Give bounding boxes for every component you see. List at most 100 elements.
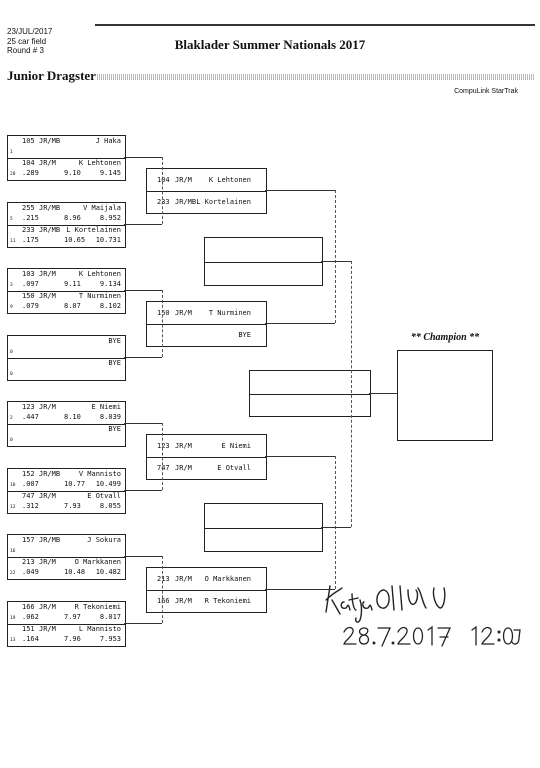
car-class: JR/MB: [175, 198, 197, 206]
racer-info-line: BYE: [147, 331, 266, 340]
pairing-divider: [250, 393, 370, 395]
bracket-connector: [265, 589, 335, 590]
round3-pairing: [204, 503, 323, 552]
signature-image: [325, 585, 521, 647]
pairing-divider: [147, 191, 266, 192]
lane-number: 2: [10, 416, 13, 421]
bracket-connector: [124, 556, 162, 557]
driver-name: J Haka: [95, 137, 121, 145]
racer-times-line: 0: [8, 435, 125, 444]
driver-name: BYE: [108, 337, 121, 345]
pairing-divider: [205, 527, 322, 529]
pairing-divider: [8, 424, 125, 425]
car-class: JR/M: [175, 442, 192, 450]
bracket-connector: [321, 260, 351, 262]
lane-number: 0: [10, 372, 13, 377]
race-date: 23/JUL/2017: [7, 27, 53, 36]
car-class: JR/M: [39, 492, 56, 500]
elapsed-time: 7.97: [64, 613, 81, 621]
elapsed-time: 10.48: [64, 568, 86, 576]
bracket-connector: [351, 260, 352, 527]
driver-name: E Niemi: [91, 403, 121, 411]
bracket-connector: [124, 290, 162, 291]
event-title: Blaklader Summer Nationals 2017: [174, 37, 366, 52]
car-number: 150: [22, 292, 35, 300]
dial-in-time: 9.145: [99, 169, 121, 177]
racer-info-line: BYE: [8, 337, 125, 346]
car-class: JR/M: [39, 603, 56, 611]
car-number: 105: [22, 137, 35, 145]
reaction-time: .079: [22, 302, 39, 310]
driver-name: T Nurminen: [208, 309, 251, 317]
bracket-connector: [162, 423, 163, 490]
driver-name: J Sokura: [87, 536, 121, 544]
pairing-divider: [205, 261, 322, 263]
car-number: 104: [22, 159, 35, 167]
round3-pairing: [204, 237, 323, 286]
reaction-time: .312: [22, 502, 39, 510]
final-pairing: [249, 370, 371, 417]
reaction-time: .175: [22, 236, 39, 244]
car-number: 166: [157, 597, 170, 605]
bracket-connector: [124, 423, 162, 424]
pairing-divider: [147, 324, 266, 325]
lane-number: 13: [10, 638, 16, 643]
driver-name: R Tekoniemi: [204, 597, 251, 605]
driver-name: E Otvall: [87, 492, 121, 500]
racer-times-line: 1: [8, 147, 125, 156]
elapsed-time: 7.96: [64, 635, 81, 643]
car-class: JR/MB: [39, 470, 61, 478]
car-class: JR/M: [175, 597, 192, 605]
lane-number: 5: [10, 217, 13, 222]
elapsed-time: 9.10: [64, 169, 81, 177]
car-number: 103: [22, 270, 35, 278]
dial-in-time: 8.039: [99, 413, 121, 421]
dial-in-time: 8.055: [99, 502, 121, 510]
official-signature: [322, 572, 522, 666]
pairing-divider: [8, 158, 125, 159]
car-class: JR/M: [39, 270, 56, 278]
dial-in-time: 10.731: [95, 236, 121, 244]
reaction-time: .007: [22, 480, 39, 488]
elapsed-time: 8.07: [64, 302, 81, 310]
car-class: JR/M: [39, 292, 56, 300]
driver-name: K Lehtonen: [78, 159, 121, 167]
lane-number: 9: [10, 305, 13, 310]
dial-in-time: 10.482: [95, 568, 121, 576]
driver-name: E Niemi: [221, 442, 251, 450]
reaction-time: .097: [22, 280, 39, 288]
racer-slot: BYE 0: [8, 358, 125, 380]
field-size: 25 car field: [7, 36, 47, 46]
car-number: 150: [157, 309, 170, 317]
dial-in-time: 8.017: [99, 613, 121, 621]
elapsed-time: 9.11: [64, 280, 81, 288]
car-number: 213: [157, 575, 170, 583]
reaction-time: .049: [22, 568, 39, 576]
driver-name: BYE: [108, 359, 121, 367]
bracket-connector: [265, 456, 335, 457]
